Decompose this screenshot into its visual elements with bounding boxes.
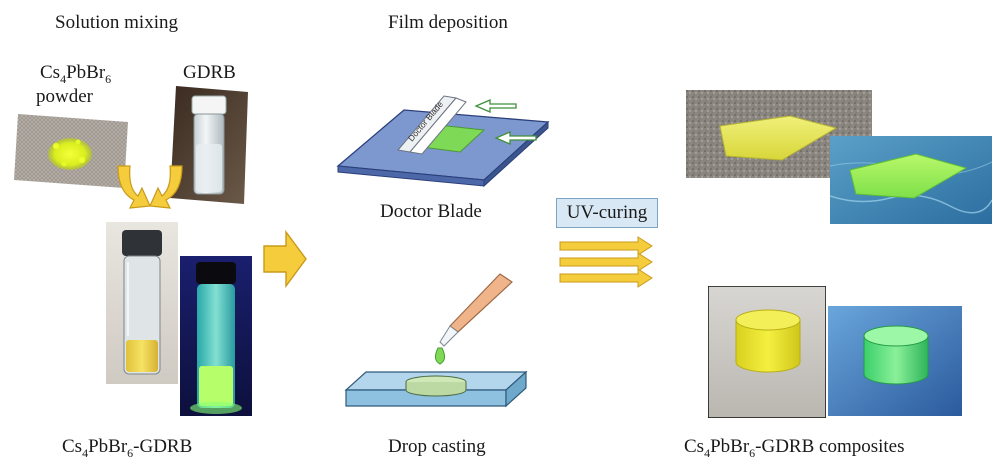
- uv-curing-arrows: [559, 236, 653, 288]
- disk-photo-daylight: [708, 286, 826, 418]
- composites-label: Cs4PbBr6-GDRB composites: [684, 436, 905, 460]
- disk-photo-uv: [828, 306, 962, 416]
- dropper-icon: [434, 273, 513, 365]
- powder-photo: [14, 114, 128, 188]
- mixture-label: Cs4PbBr6-GDRB: [62, 436, 193, 460]
- doctor-blade-caption: Doctor Blade: [380, 201, 482, 222]
- mixing-arrows: [117, 165, 183, 209]
- glowing-vial-photo: [180, 256, 252, 416]
- film-photo-uv: [830, 136, 992, 224]
- section-title-film-deposition: Film deposition: [388, 12, 508, 33]
- uv-arrow-2: [559, 252, 653, 272]
- mixed-vial-photo: [106, 222, 178, 384]
- powder-word-label: powder: [36, 86, 93, 107]
- uv-arrow-1: [559, 236, 653, 256]
- drop-casting-illustration: [344, 273, 528, 408]
- blade-direction-arrows: [474, 99, 537, 145]
- gdrb-vial-photo: [170, 86, 248, 204]
- drop-casting-caption: Drop casting: [388, 436, 486, 457]
- section-title-solution-mixing: Solution mixing: [55, 12, 178, 33]
- gdrb-label: GDRB: [183, 62, 236, 83]
- uv-arrow-3: [559, 268, 653, 288]
- powder-formula-label: Cs4PbBr6: [40, 62, 112, 86]
- curved-arrow-left: [117, 165, 151, 209]
- doctor-blade-illustration: Doctor Blade: [336, 95, 550, 188]
- curved-arrow-right: [149, 165, 183, 209]
- uv-curing-box: UV-curing: [556, 198, 658, 228]
- process-arrow: [263, 230, 307, 288]
